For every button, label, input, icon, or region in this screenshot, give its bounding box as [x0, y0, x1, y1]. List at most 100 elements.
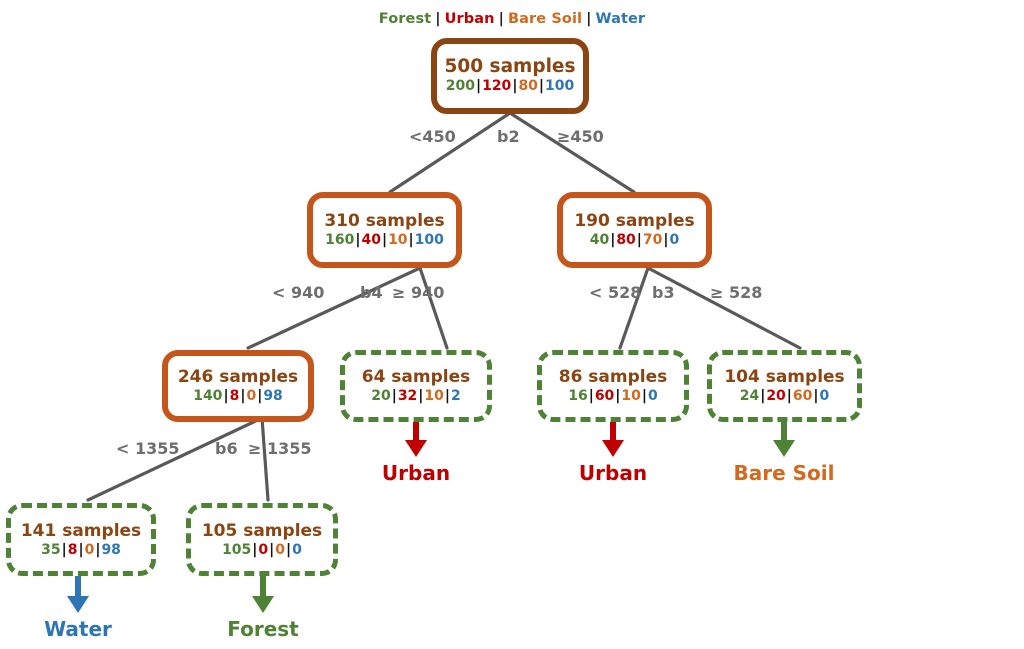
node-64-samples[interactable]: 64 samples 20|32|10|2 — [340, 350, 492, 422]
count-separator: | — [615, 388, 621, 404]
legend-separator: | — [586, 11, 592, 27]
count-water: 0 — [669, 232, 680, 248]
count-water: 0 — [819, 388, 830, 404]
edge-label-b6-left: < 1355 — [116, 439, 180, 458]
edge-310-to-64 — [418, 266, 449, 350]
arrow-86-to-urban — [602, 420, 624, 457]
count-forest: 20 — [371, 388, 391, 404]
edge-root-to-190 — [508, 111, 636, 194]
count-separator: | — [588, 388, 594, 404]
count-forest: 40 — [589, 232, 610, 248]
count-separator: | — [61, 541, 67, 558]
count-forest: 16 — [568, 388, 588, 404]
count-separator: | — [95, 541, 101, 558]
node-title: 141 samples — [20, 520, 142, 541]
count-urban: 40 — [361, 232, 381, 248]
node-class-counts: 16|60|10|0 — [568, 388, 658, 405]
node-190-samples[interactable]: 190 samples 40|80|70|0 — [557, 192, 712, 268]
node-class-counts: 105|0|0|0 — [222, 542, 302, 559]
node-86-samples[interactable]: 86 samples 16|60|10|0 — [537, 350, 689, 422]
count-separator: | — [813, 388, 819, 404]
node-105-samples[interactable]: 105 samples 105|0|0|0 — [186, 503, 338, 576]
arrow-105-to-forest — [252, 576, 274, 613]
edge-label-b2-feature: b2 — [497, 127, 520, 146]
count-urban: 8 — [67, 541, 78, 558]
count-forest: 105 — [222, 541, 252, 558]
count-urban: 60 — [594, 388, 615, 404]
edge-label-b6-feature: b6 — [215, 439, 238, 458]
count-bare-soil: 10 — [424, 388, 444, 404]
count-forest: 160 — [325, 232, 355, 248]
count-separator: | — [786, 388, 792, 404]
count-separator: | — [636, 232, 642, 248]
legend-item-bare-soil: Bare Soil — [507, 11, 583, 27]
class-output-bare-soil: Bare Soil — [733, 461, 835, 485]
edge-label-b4-left: < 940 — [272, 283, 325, 302]
count-separator: | — [418, 388, 424, 404]
count-separator: | — [538, 78, 545, 94]
edge-246-to-105 — [260, 416, 270, 502]
count-separator: | — [257, 388, 263, 404]
count-urban: 80 — [616, 232, 636, 248]
count-water: 100 — [414, 232, 444, 248]
count-water: 98 — [263, 388, 283, 404]
count-water: 100 — [545, 78, 575, 94]
edge-label-b2-right: ≥450 — [557, 127, 604, 146]
count-water: 2 — [451, 388, 461, 404]
count-separator: | — [475, 78, 482, 94]
count-separator: | — [381, 232, 388, 248]
legend-item-urban: Urban — [444, 11, 495, 27]
node-class-counts: 20|32|10|2 — [371, 388, 461, 405]
node-title: 105 samples — [201, 520, 323, 541]
node-title: 64 samples — [361, 367, 471, 387]
node-141-samples[interactable]: 141 samples 35|8|0|98 — [6, 503, 156, 576]
count-bare-soil: 60 — [792, 388, 813, 404]
count-bare-soil: 70 — [642, 232, 663, 248]
node-class-counts: 200|120|80|100 — [446, 78, 575, 95]
count-forest: 200 — [445, 78, 475, 94]
node-class-counts: 160|40|10|100 — [325, 232, 444, 249]
count-separator: | — [444, 388, 451, 404]
node-104-samples[interactable]: 104 samples 24|20|60|0 — [707, 350, 862, 422]
class-legend: Forest|Urban|Bare Soil|Water — [0, 11, 1024, 27]
count-separator: | — [355, 232, 361, 248]
edge-label-b4-right: ≥ 940 — [392, 283, 445, 302]
node-title: 500 samples — [444, 56, 576, 77]
count-separator: | — [240, 388, 246, 404]
node-class-counts: 35|8|0|98 — [41, 542, 121, 559]
edge-190-to-86 — [618, 266, 650, 350]
edge-label-b6-right: ≥ 1355 — [248, 439, 312, 458]
class-output-urban-1: Urban — [381, 461, 451, 485]
edge-label-b4-feature: b4 — [360, 283, 383, 302]
edge-root-to-310 — [388, 111, 512, 194]
node-title: 190 samples — [574, 211, 695, 231]
count-urban: 20 — [766, 388, 786, 404]
count-bare-soil: 10 — [621, 388, 641, 404]
node-246-samples[interactable]: 246 samples 140|8|0|98 — [162, 350, 314, 422]
count-separator: | — [610, 232, 616, 248]
arrow-64-to-urban — [405, 420, 427, 457]
count-separator: | — [760, 388, 766, 404]
count-separator: | — [391, 388, 397, 404]
count-separator: | — [512, 78, 518, 94]
node-310-samples[interactable]: 310 samples 160|40|10|100 — [307, 192, 462, 268]
count-forest: 24 — [739, 388, 760, 404]
legend-separator: | — [498, 11, 504, 27]
edge-246-to-141 — [86, 416, 264, 502]
count-forest: 140 — [193, 388, 223, 404]
node-class-counts: 40|80|70|0 — [590, 232, 680, 249]
arrow-104-to-bare-soil — [773, 420, 795, 457]
class-output-urban-2: Urban — [578, 461, 648, 485]
arrow-141-to-water — [67, 576, 89, 613]
count-separator: | — [286, 541, 292, 558]
count-separator: | — [663, 232, 669, 248]
class-output-forest: Forest — [227, 617, 299, 641]
node-title: 104 samples — [724, 367, 845, 387]
node-root[interactable]: 500 samples 200|120|80|100 — [431, 38, 589, 114]
node-title: 310 samples — [324, 211, 445, 231]
count-bare-soil: 0 — [275, 541, 286, 558]
count-bare-soil: 80 — [518, 78, 538, 94]
count-bare-soil: 0 — [84, 541, 95, 558]
count-separator: | — [269, 541, 275, 558]
count-water: 98 — [101, 541, 121, 558]
